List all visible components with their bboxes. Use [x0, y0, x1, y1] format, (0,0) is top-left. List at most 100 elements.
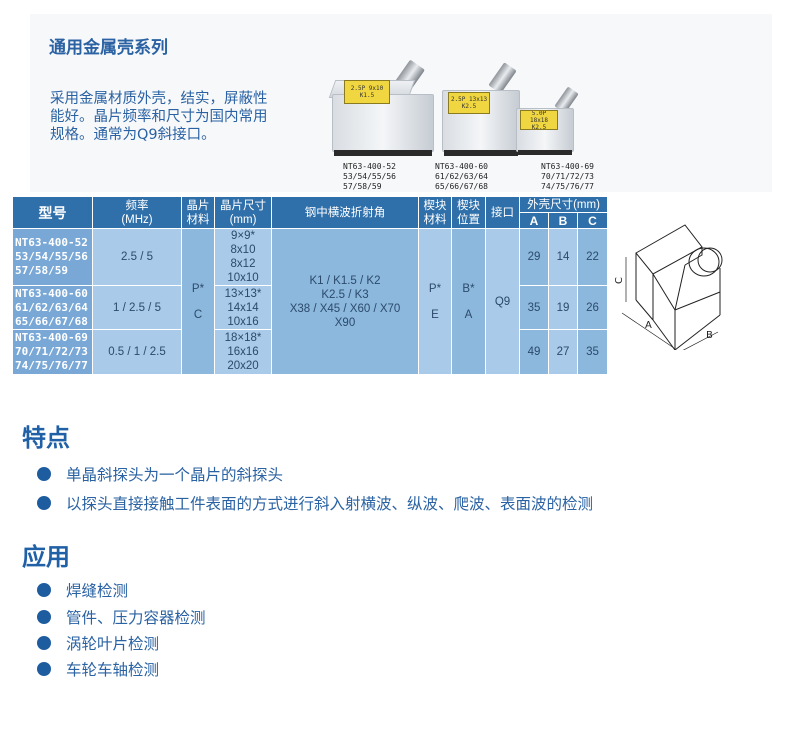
- size-b-cell: 27: [548, 329, 578, 375]
- dimension-label-a: A: [645, 320, 652, 331]
- header-text: 材料: [423, 213, 447, 226]
- size-b-cell: 14: [548, 228, 578, 286]
- angle-value: K2.5 / K3: [321, 288, 369, 301]
- size-value: 9×9*: [231, 230, 255, 242]
- crystal-material-cell: P* C: [181, 228, 215, 375]
- header-text: 晶片: [186, 199, 210, 212]
- application-text: 焊缝检测: [66, 582, 129, 600]
- dimension-label-b: B: [706, 330, 713, 341]
- size-value: 16x16: [227, 346, 259, 358]
- header-text: 位置: [457, 213, 480, 226]
- feature-text: 单晶斜探头为一个晶片的斜探头: [66, 466, 284, 484]
- applications-title: 应用: [22, 543, 70, 571]
- model-line: NT63-400-60: [15, 286, 88, 300]
- probe-model-line: 70/71/72/73: [541, 172, 594, 181]
- model-line: 61/62/63/64: [15, 300, 88, 314]
- probe-model-line: 65/66/67/68: [435, 182, 488, 191]
- application-text: 车轮车轴检测: [66, 661, 160, 679]
- application-item: 涡轮叶片检测: [37, 632, 159, 654]
- probe-model-line: 61/62/63/64: [435, 172, 488, 181]
- header-model: 型号: [12, 196, 93, 229]
- probe-model-line: NT63-400-52: [343, 162, 396, 171]
- connector-cell: Q9: [485, 228, 520, 375]
- probe-model-line: NT63-400-69: [541, 162, 594, 171]
- size-a-cell: 49: [519, 329, 549, 375]
- wedge-material-cell: P*E: [418, 228, 452, 375]
- header-text: 频率: [125, 199, 149, 212]
- bullet-icon: [37, 610, 51, 624]
- model-line: 53/54/55/56: [15, 250, 88, 263]
- header-text: (MHz): [121, 213, 153, 226]
- size-value: 20x20: [227, 360, 259, 372]
- application-text: 涡轮叶片检测: [66, 635, 160, 653]
- header-text: 楔块: [423, 199, 447, 212]
- crystal-size-cell: 18×18* 16x16 20x20: [214, 329, 272, 375]
- size-c-cell: 26: [577, 285, 608, 330]
- size-a-cell: 29: [519, 228, 549, 286]
- material-value: P*: [191, 282, 205, 295]
- size-value: 13×13*: [224, 287, 262, 300]
- header-c: C: [577, 212, 608, 229]
- bullet-icon: [37, 662, 51, 676]
- header-b: B: [548, 212, 578, 229]
- frequency-cell: 0.5 / 1 / 2.5: [92, 329, 182, 375]
- crystal-size-cell: 9×9* 8x10 8x12 10x10: [214, 228, 272, 286]
- model-line: NT63-400-52: [15, 236, 88, 249]
- size-value: 10x10: [227, 272, 259, 284]
- size-b-cell: 19: [548, 285, 578, 330]
- probe-model-line: 53/54/55/56: [343, 172, 396, 181]
- header-text: 晶片尺寸: [220, 199, 266, 212]
- model-line: 70/71/72/73: [15, 345, 88, 358]
- dimension-label-c: C: [614, 277, 625, 284]
- application-item: 车轮车轴检测: [37, 658, 159, 680]
- header-wedge-position: 楔块位置: [451, 196, 486, 229]
- angle-value: K1 / K1.5 / K2: [309, 274, 381, 287]
- probe-model-line: 57/58/59: [343, 182, 382, 191]
- application-item: 管件、压力容器检测: [37, 606, 206, 628]
- material-value: C: [193, 308, 203, 321]
- header-crystal-material: 晶片材料: [181, 196, 215, 229]
- dimension-diagram: C A B: [614, 224, 723, 350]
- header-text: 楔块: [457, 199, 480, 212]
- size-value: 8x12: [230, 258, 256, 270]
- size-a-cell: 35: [519, 285, 549, 330]
- header-text: (mm): [229, 213, 257, 226]
- model-line: 65/66/67/68: [15, 314, 88, 328]
- size-value: 8x10: [230, 244, 256, 256]
- model-line: NT63-400-69: [15, 331, 88, 344]
- features-title: 特点: [22, 424, 70, 452]
- feature-item: 单晶斜探头为一个晶片的斜探头: [37, 463, 283, 485]
- header-connector: 接口: [485, 196, 520, 229]
- wedge-position-cell: B*A: [451, 228, 486, 375]
- frequency-cell: 1 / 2.5 / 5: [92, 285, 182, 330]
- probe-image-medium: 2.5P 13x13 K2.5: [440, 60, 525, 160]
- size-value: 14x14: [227, 301, 259, 314]
- header-a: A: [519, 212, 549, 229]
- application-text: 管件、压力容器检测: [66, 609, 206, 627]
- header-crystal-size: 晶片尺寸(mm): [214, 196, 272, 229]
- bullet-icon: [37, 583, 51, 597]
- frequency-cell: 2.5 / 5: [92, 228, 182, 286]
- model-line: 74/75/76/77: [15, 359, 88, 372]
- probe-sticker: 2.5P 13x13 K2.5: [448, 92, 490, 114]
- model-line: 57/58/59: [15, 264, 68, 277]
- angle-value: X90: [334, 316, 356, 329]
- size-value: 18×18*: [224, 332, 262, 344]
- feature-item: 以探头直接接触工件表面的方式进行斜入射横波、纵波、爬波、表面波的检测: [37, 492, 593, 514]
- size-c-cell: 35: [577, 329, 608, 375]
- header-text: 材料: [186, 213, 210, 226]
- bullet-icon: [37, 636, 51, 650]
- angle-value: X38 / X45 / X60 / X70: [289, 302, 401, 315]
- probe-image-small: 5.0P 18x18 K2.5: [514, 86, 584, 160]
- wedge-position-value: B*: [462, 282, 475, 295]
- wedge-material-value: P*: [428, 282, 442, 295]
